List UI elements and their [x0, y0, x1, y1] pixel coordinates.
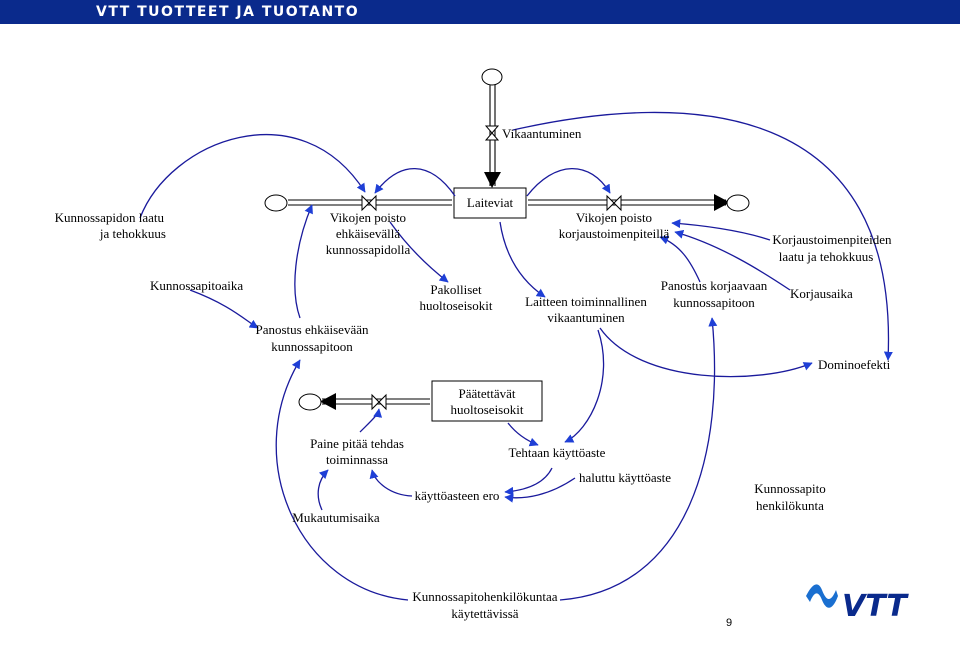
page-number: 9 [726, 617, 732, 629]
label-korjausaika: Korjausaika [790, 286, 853, 301]
label-kunnossapidon-laatu-1: Kunnossapidon laatu [55, 210, 165, 225]
label-pakolliset-2: huoltoseisokit [420, 298, 493, 313]
label-paatettavat-1: Päätettävät [458, 386, 515, 401]
link-vikaantuminen-to-korj [512, 111, 893, 361]
label-vikojen-korj-1: Vikojen poisto [576, 210, 652, 225]
link-toiminnallinen-to-kayttoaste [564, 329, 605, 443]
header-bar: VTT TUOTTEET JA TUOTANTO [0, 0, 960, 24]
label-panostus-ehk-2: kunnossapitoon [271, 339, 353, 354]
label-paine-2: toiminnassa [326, 452, 388, 467]
label-korjaustoim-laatu-2: laatu ja tehokkuus [779, 249, 874, 264]
label-korjaustoim-laatu-1: Korjaustoimenpiteiden [772, 232, 892, 247]
link-laiteviat-to-korj [526, 168, 611, 197]
link-paine-to-valve [359, 408, 383, 433]
label-paine-1: Paine pitää tehdas [310, 436, 404, 451]
link-laatu-to-ehk [139, 134, 366, 219]
causal-links [139, 111, 893, 601]
link-korjlaatu-to-korj [671, 219, 771, 241]
cloud-icon [298, 393, 322, 411]
link-korjausaika-to-korj [674, 229, 791, 291]
label-vikojen-korj-2: korjaustoimenpiteillä [559, 226, 670, 241]
label-tehtaan-kayttoaste: Tehtaan käyttöaste [509, 445, 606, 460]
label-kunnossapitohenk-kayt-2: käytettävissä [451, 606, 518, 621]
label-paatettavat-2: huoltoseisokit [451, 402, 524, 417]
label-kunnossapitoaika: Kunnossapitoaika [150, 278, 243, 293]
label-laitteen-1: Laitteen toiminnallinen [525, 294, 647, 309]
header-title: VTT TUOTTEET JA TUOTANTO [96, 4, 360, 20]
label-vikaantuminen: Vikaantuminen [502, 126, 582, 141]
label-vikojen-ehk-2: ehkäisevällä [336, 226, 400, 241]
link-mukautumisaika-to-paine [317, 469, 329, 511]
link-kunnossapitoaika-to-panostus [189, 289, 259, 329]
stock-paatettavat-huoltoseisokit [431, 380, 543, 422]
cloud-icon [481, 68, 503, 86]
label-vikojen-ehk-3: kunnossapidolla [326, 242, 411, 257]
link-henkilokunta-to-panostus-korj [559, 317, 718, 601]
link-paatettavat-to-kayttoaste [507, 422, 539, 447]
label-vikojen-ehk-1: Vikojen poisto [330, 210, 406, 225]
flow-paine-outflow [320, 393, 430, 411]
flow-vikaantuminen [484, 84, 501, 188]
label-kayttoasteen-ero: käyttöasteen ero [415, 488, 500, 503]
label-kunnossapidon-laatu-2: ja tehokkuus [99, 226, 166, 241]
link-ehk-to-pakolliset [389, 221, 449, 283]
label-kunnossapito-henk-1: Kunnossapito [754, 481, 826, 496]
link-henkilokunta-to-ehk [275, 359, 409, 601]
link-panostus-korj-to-korj [659, 235, 701, 283]
link-panostus-ehk-to-valve [294, 204, 313, 319]
label-panostus-korj-2: kunnossapitoon [673, 295, 755, 310]
stock-laiteviat [453, 187, 527, 219]
cloud-icon [726, 194, 750, 212]
flow-vikojen-poisto-korjaustoimenpiteilla [528, 194, 730, 212]
link-laiteviat-to-ehk [374, 168, 456, 197]
link-laiteviat-to-toiminnallinen [499, 221, 546, 298]
link-kayttoaste-to-ero [504, 467, 553, 496]
link-haluttu-to-ero [504, 477, 576, 503]
label-haluttu-kayttoaste: haluttu käyttöaste [579, 470, 671, 485]
label-kunnossapitohenk-kayt-1: Kunnossapitohenkilökuntaa [412, 589, 557, 604]
link-dominoefekti [599, 327, 813, 378]
vtt-logo: VTT [806, 584, 909, 624]
logo-text: VTT [842, 589, 909, 624]
label-kunnossapito-henk-2: henkilökunta [756, 498, 824, 513]
flow-vikojen-poisto-ehkaisevalla [288, 194, 452, 212]
label-panostus-korj-1: Panostus korjaavaan [661, 278, 768, 293]
label-panostus-ehk-1: Panostus ehkäisevään [255, 322, 369, 337]
cloud-icon [264, 194, 288, 212]
link-ero-to-paine [369, 469, 413, 497]
label-mukautumisaika: Mukautumisaika [292, 510, 380, 525]
label-dominoefekti: Dominoefekti [818, 357, 891, 372]
label-pakolliset-1: Pakolliset [430, 282, 482, 297]
label-laitteen-2: vikaantuminen [547, 310, 625, 325]
label-laiteviat: Laiteviat [467, 195, 514, 210]
